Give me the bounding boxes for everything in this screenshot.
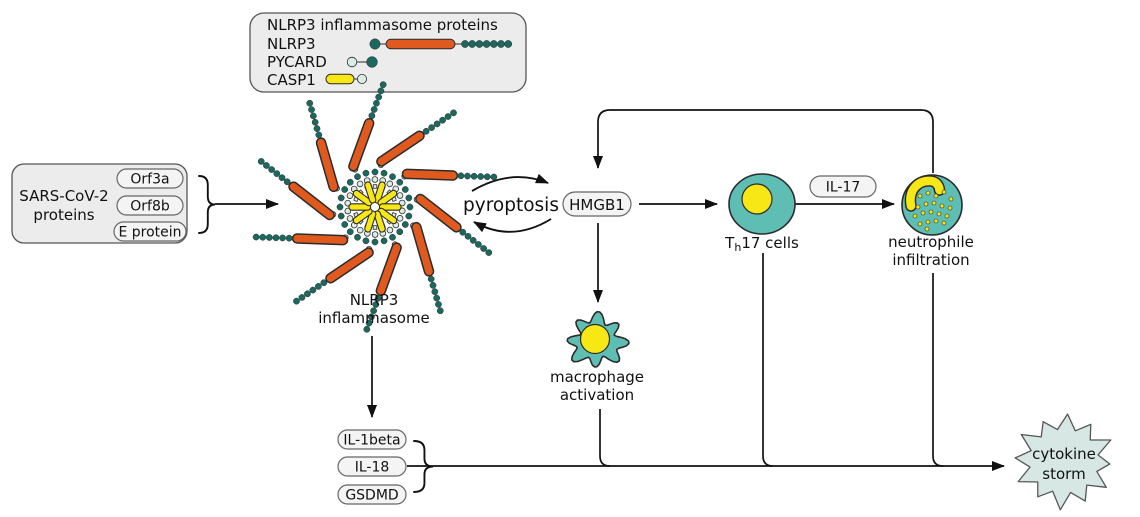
pyroptosis-label: pyroptosis	[463, 195, 559, 216]
neutrophile-cell-figure	[901, 174, 963, 236]
macrophage-nucleus	[579, 323, 611, 355]
legend-box: NLRP3 inflammasome proteins NLRP3 PYCARD…	[249, 12, 527, 93]
neutrophile-nucleus	[906, 176, 944, 211]
il1beta-label: IL-1beta	[343, 433, 400, 449]
gsdmd-label: GSDMD	[345, 488, 398, 504]
macrophage-figure	[566, 310, 630, 368]
macrophage-label-line1: macrophage	[550, 368, 644, 386]
il17-pill	[809, 175, 877, 198]
sars-box-label-line1: SARS-CoV-2	[19, 187, 108, 205]
cytokine-storm-label-line2: storm	[1042, 465, 1085, 483]
neutrophile-label-line2: infiltration	[892, 251, 969, 269]
hmgb1-pill	[562, 191, 632, 217]
orf3a-pill	[116, 168, 184, 189]
pyroptosis-cycle-bottom-arrow-icon	[473, 218, 552, 233]
line-macrophage-to-main	[599, 409, 611, 467]
il17-label: IL-17	[826, 180, 861, 196]
hmgb1-node: HMGB1	[562, 191, 632, 217]
line-neutrophile-to-main	[932, 273, 944, 467]
neutrophile-granules	[912, 189, 954, 232]
neutrophile-label-line1: neutrophile	[888, 233, 974, 251]
e-protein-label: E protein	[118, 225, 181, 241]
inflammasome-label-line2: inflammasome	[318, 309, 430, 327]
sars-proteins-box: SARS-CoV-2 proteins Orf3a Orf8b E protei…	[11, 163, 188, 244]
il17-node: IL-17	[809, 175, 877, 198]
legend-row-nlrp3-label: NLRP3	[267, 35, 316, 53]
pyroptosis-cycle: pyroptosis	[463, 173, 559, 233]
orf8b-pill	[116, 195, 184, 216]
outputs-group: IL-1beta IL-18 GSDMD	[337, 429, 407, 505]
il1beta-pill	[337, 429, 407, 450]
macrophage-label-line2: activation	[560, 386, 634, 404]
pycard-protein-icon	[346, 56, 378, 68]
cytokine-storm-figure: cytokine storm	[1014, 413, 1112, 511]
il18-pill	[337, 456, 407, 477]
line-th17-to-main	[762, 253, 774, 467]
legend-row-casp1-label: CASP1	[267, 71, 316, 89]
connector-lines	[215, 109, 1005, 471]
legend-box-background	[249, 12, 527, 93]
e-protein-pill	[113, 221, 187, 242]
cytokine-storm-label-line1: cytokine	[1032, 445, 1096, 463]
inflammasome-label-line1: NLRP3	[350, 291, 399, 309]
th17-label: Th17 cells	[724, 234, 799, 254]
sars-box-label-line2: proteins	[33, 206, 94, 224]
legend-title: NLRP3 inflammasome proteins	[267, 16, 498, 34]
orf8b-label: Orf8b	[130, 199, 170, 215]
legend-row-pycard-label: PYCARD	[267, 53, 327, 71]
sars-merge-brace-icon	[198, 175, 216, 234]
il18-label: IL-18	[355, 460, 390, 476]
hmgb1-label: HMGB1	[569, 196, 625, 214]
gsdmd-pill	[337, 484, 407, 505]
th17-cell-figure	[728, 173, 796, 235]
th17-cell-nucleus	[741, 183, 773, 215]
nlrp3-protein-icon	[369, 38, 513, 50]
pyroptosis-cycle-top-arrow-icon	[471, 173, 549, 192]
arrow-neutrophile-feedback-to-hmgb1	[593, 109, 934, 173]
orf3a-label: Orf3a	[130, 172, 169, 188]
nlrp3-inflammasome-figure	[252, 81, 498, 333]
casp1-protein-icon	[325, 73, 367, 85]
cytokine-storm-burst-icon	[1014, 413, 1112, 511]
